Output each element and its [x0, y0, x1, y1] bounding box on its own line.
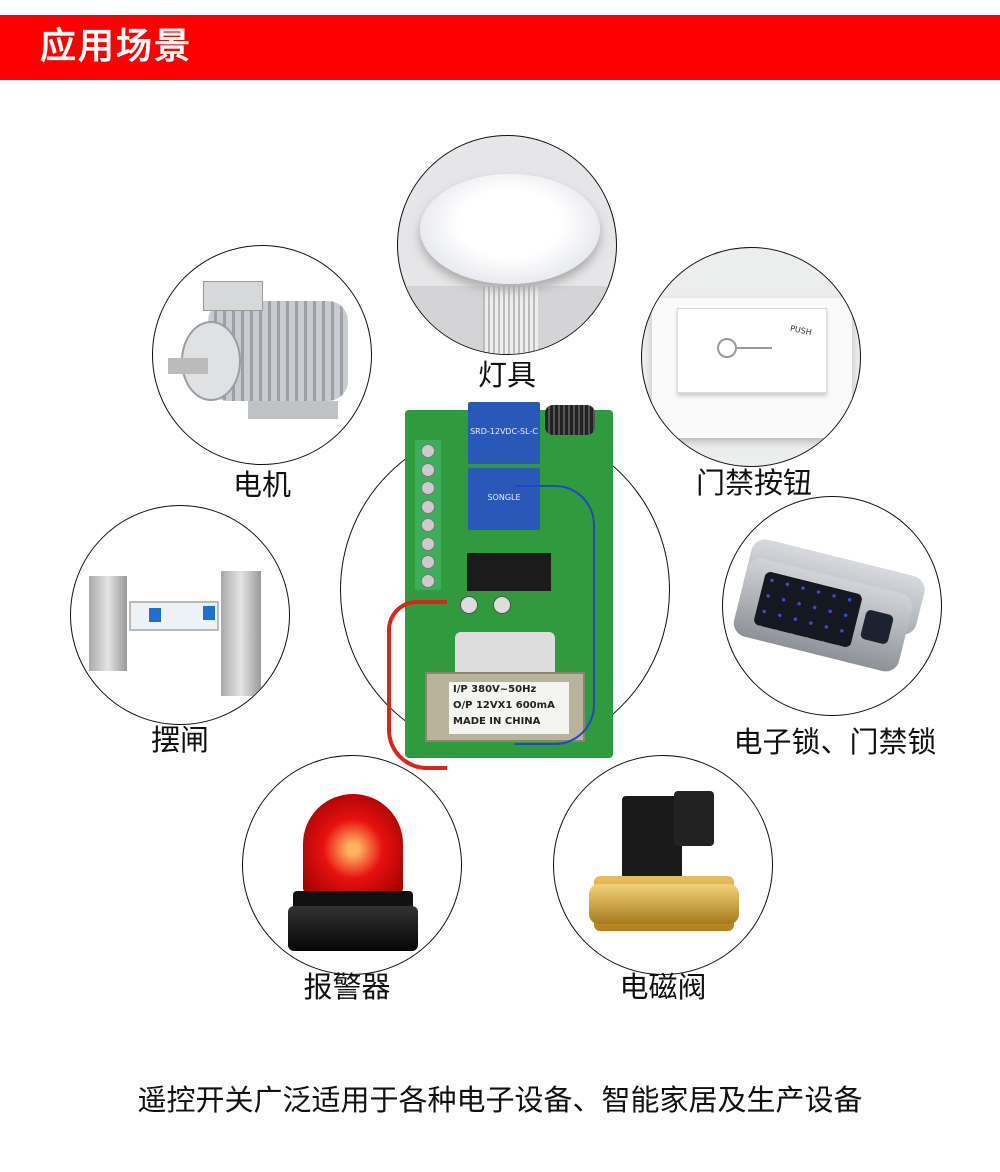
scenario-label-alarm: 报警器	[303, 970, 391, 1004]
ceiling-lamp-icon	[420, 174, 600, 284]
ic-chip	[467, 553, 551, 591]
scenario-label-lamp: 灯具	[477, 358, 536, 392]
scenario-label-exit-button: 门禁按钮	[695, 466, 812, 500]
scenario-label-electronic-lock: 电子锁、门禁锁	[733, 725, 937, 759]
remote-relay-board: SRD-12VDC-SL-C SONGLE I/P 380V~50Hz O/P …	[387, 402, 613, 770]
transformer-origin: MADE IN CHINA	[453, 716, 541, 727]
header-bar: 应用场景	[0, 15, 1000, 80]
scenario-image-turnstile	[70, 505, 290, 725]
page-title: 应用场景	[40, 26, 193, 67]
relay-brand: SONGLE	[487, 493, 521, 502]
scenario-image-alarm	[242, 755, 462, 975]
scenario-image-electronic-lock	[722, 496, 942, 716]
relay-1: SRD-12VDC-SL-C	[468, 402, 540, 464]
scenario-label-solenoid-valve: 电磁阀	[619, 970, 707, 1004]
scenario-image-lamp	[397, 135, 617, 355]
scenario-label-turnstile: 摆闸	[150, 723, 209, 757]
scenario-image-exit-button: PUSH	[641, 247, 861, 467]
transformer: I/P 380V~50Hz O/P 12VX1 600mA MADE IN CH…	[425, 672, 585, 742]
scenario-image-solenoid-valve	[553, 755, 773, 975]
scenario-label-motor: 电机	[232, 468, 291, 502]
relay-label: SRD-12VDC-SL-C	[470, 427, 538, 436]
transformer-input: I/P 380V~50Hz	[453, 684, 537, 695]
terminal-block	[415, 440, 441, 590]
transformer-output: O/P 12VX1 600mA	[453, 700, 555, 711]
footer-caption: 遥控开关广泛适用于各种电子设备、智能家居及生产设备	[137, 1083, 863, 1117]
scenario-image-motor	[152, 245, 372, 465]
